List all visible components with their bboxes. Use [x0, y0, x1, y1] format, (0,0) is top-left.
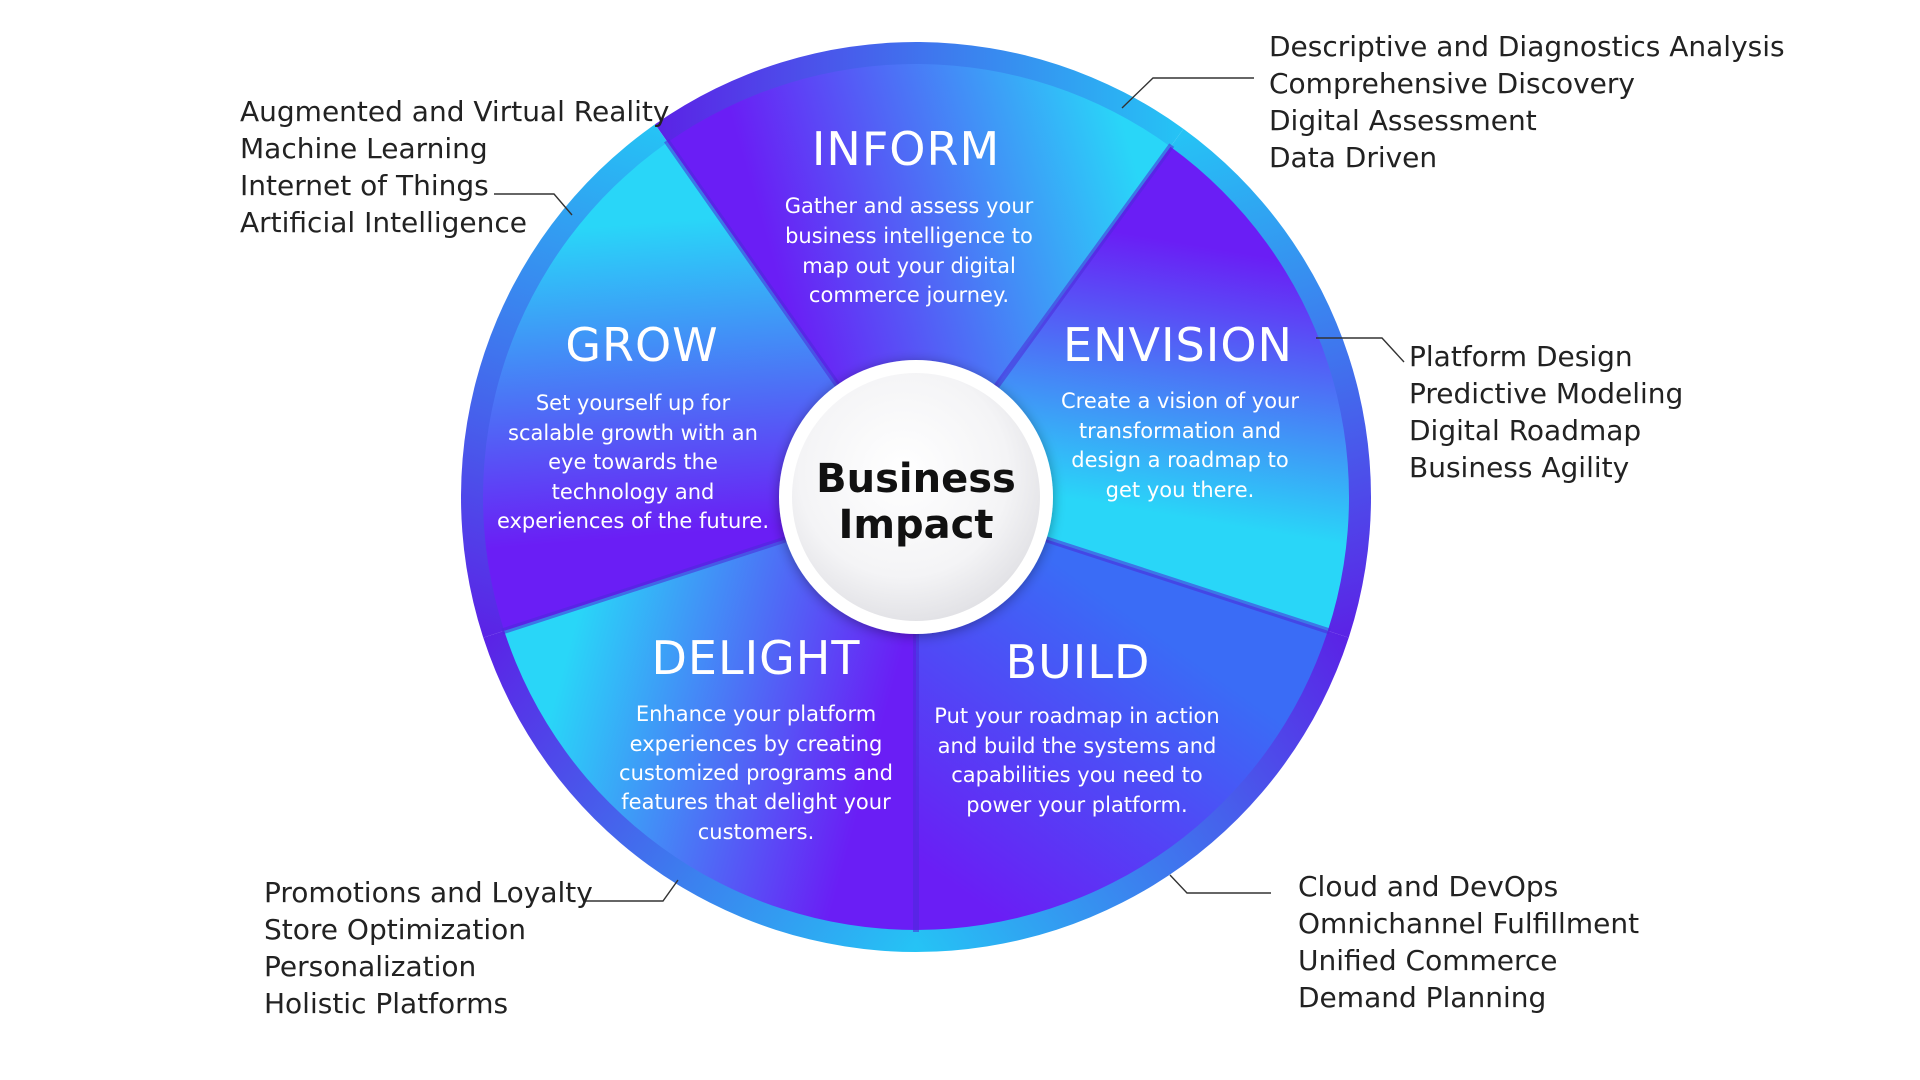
list-item: Machine Learning	[240, 132, 488, 165]
list-item: Demand Planning	[1298, 981, 1546, 1014]
segment-inform: INFORM Gather and assess your business i…	[785, 122, 1034, 307]
list-item: Cloud and DevOps	[1298, 870, 1558, 903]
segment-envision-desc-line: get you there.	[1106, 478, 1255, 502]
list-item: Business Agility	[1409, 451, 1629, 484]
segment-delight-title: DELIGHT	[651, 631, 860, 685]
list-item: Holistic Platforms	[264, 987, 508, 1020]
list-item: Digital Assessment	[1269, 104, 1537, 137]
leader-line-envision	[1316, 337, 1405, 363]
segment-build-desc-line: and build the systems and	[938, 734, 1217, 758]
segment-build-shape	[916, 534, 1328, 930]
list-item: Artificial Intelligence	[240, 206, 527, 239]
list-item: Platform Design	[1409, 340, 1633, 373]
segment-inform-desc-line: commerce journey.	[809, 283, 1009, 307]
segment-inform-desc-line: business intelligence to	[785, 224, 1033, 248]
segment-inform-title: INFORM	[812, 122, 1000, 176]
segment-envision-desc-line: design a roadmap to	[1071, 448, 1289, 472]
segment-grow-desc-line: scalable growth with an	[508, 421, 758, 445]
segment-envision-desc-line: transformation and	[1079, 419, 1281, 443]
center-label-line-2: Impact	[838, 502, 993, 548]
list-item: Omnichannel Fulfillment	[1298, 907, 1639, 940]
segment-envision-desc-line: Create a vision of your	[1061, 389, 1299, 413]
list-item: Store Optimization	[264, 913, 526, 946]
list-grow: Augmented and Virtual Reality Machine Le…	[240, 95, 669, 239]
list-item: Predictive Modeling	[1409, 377, 1683, 410]
segment-dividers	[501, 138, 1331, 932]
list-inform: Descriptive and Diagnostics Analysis Com…	[1269, 30, 1785, 174]
segment-grow-desc-line: technology and	[552, 480, 715, 504]
list-item: Augmented and Virtual Reality	[240, 95, 669, 128]
segment-inform-desc-line: map out your digital	[802, 254, 1016, 278]
leader-line-build	[1169, 874, 1271, 894]
segment-divider	[1029, 531, 1331, 635]
segment-divider	[984, 143, 1175, 402]
segment-build: BUILD Put your roadmap in action and bui…	[934, 635, 1219, 817]
list-item: Digital Roadmap	[1409, 414, 1641, 447]
list-item: Unified Commerce	[1298, 944, 1558, 977]
segment-envision-shape	[986, 146, 1349, 631]
segment-divider	[664, 138, 850, 401]
segment-envision-title: ENVISION	[1063, 318, 1293, 372]
segment-delight: DELIGHT Enhance your platform experience…	[619, 631, 893, 844]
segment-build-desc-line: power your platform.	[966, 793, 1187, 817]
leader-line-delight	[583, 879, 679, 902]
segment-grow: GROW Set yourself up for scalable growth…	[497, 318, 769, 533]
segment-build-desc-line: capabilities you need to	[951, 763, 1203, 787]
list-item: Comprehensive Discovery	[1269, 67, 1635, 100]
list-item: Descriptive and Diagnostics Analysis	[1269, 30, 1785, 63]
list-item: Internet of Things	[240, 169, 489, 202]
list-item: Promotions and Loyalty	[264, 876, 593, 909]
segment-build-desc-line: Put your roadmap in action	[934, 704, 1219, 728]
segment-grow-desc-line: Set yourself up for	[536, 391, 731, 415]
center-hub: Business Impact	[779, 360, 1053, 634]
segment-grow-shape	[483, 142, 848, 631]
center-label-line-1: Business	[816, 456, 1016, 502]
segment-delight-shape	[504, 534, 916, 930]
leader-line-inform	[1121, 77, 1254, 109]
segment-grow-title: GROW	[565, 318, 718, 372]
segment-envision: ENVISION Create a vision of your transfo…	[1061, 318, 1299, 502]
segment-grow-desc-line: experiences of the future.	[497, 509, 769, 533]
segment-delight-desc-line: customized programs and	[619, 761, 893, 785]
segment-delight-desc-line: customers.	[698, 820, 815, 844]
segment-build-title: BUILD	[1006, 635, 1151, 689]
wheel-segments	[483, 64, 1349, 930]
list-item: Data Driven	[1269, 141, 1437, 174]
list-delight: Promotions and Loyalty Store Optimizatio…	[264, 876, 593, 1020]
segment-inform-desc-line: Gather and assess your	[785, 194, 1034, 218]
center-hub-inner	[792, 373, 1040, 621]
segment-grow-desc-line: eye towards the	[548, 450, 718, 474]
segment-delight-desc-line: Enhance your platform	[636, 702, 876, 726]
segment-divider	[501, 531, 803, 635]
list-item: Personalization	[264, 950, 476, 983]
segment-delight-desc-line: features that delight your	[621, 790, 891, 814]
segment-delight-desc-line: experiences by creating	[630, 732, 883, 756]
list-build: Cloud and DevOps Omnichannel Fulfillment…	[1298, 870, 1639, 1014]
list-envision: Platform Design Predictive Modeling Digi…	[1409, 340, 1683, 484]
leader-line-grow	[494, 193, 573, 216]
